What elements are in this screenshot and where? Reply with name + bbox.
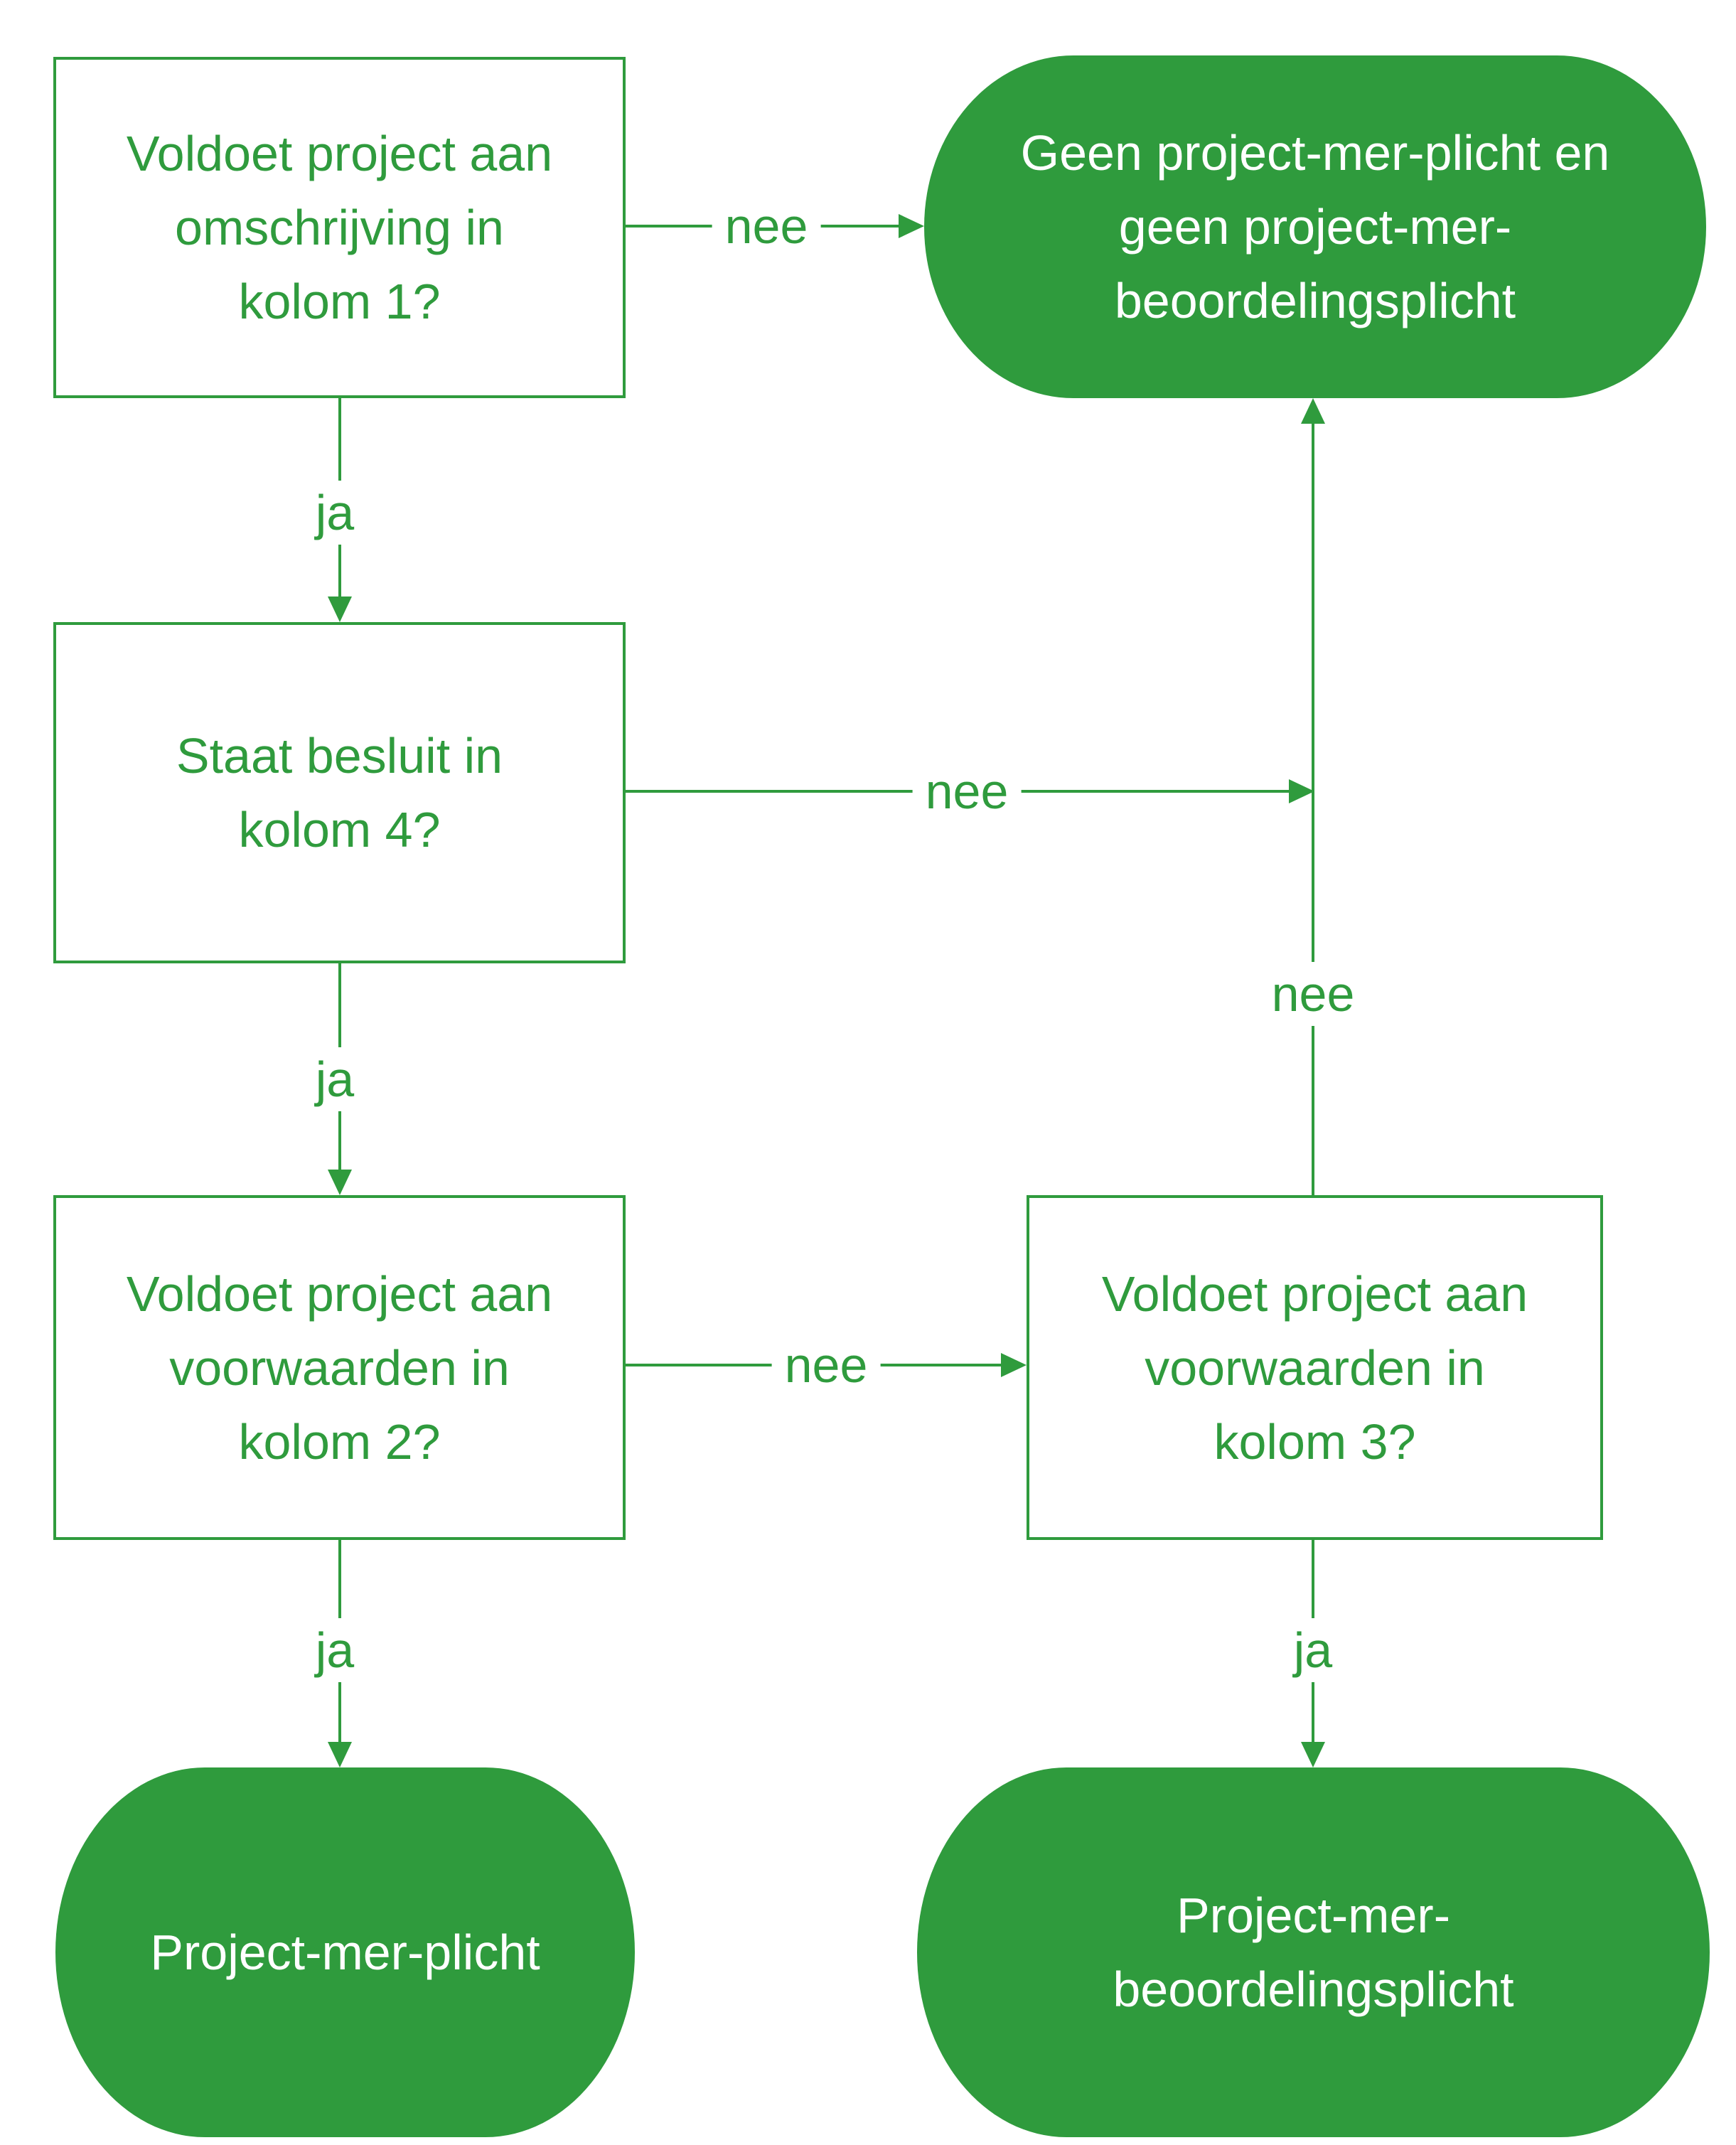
arrowhead-down-icon [1301, 1742, 1325, 1767]
arrowhead-down-icon [328, 597, 352, 622]
node-voldoet-omschrijving-kolom1: Voldoet project aan omschrijving in kolo… [53, 57, 626, 398]
edge-label-nee: nee [712, 194, 821, 258]
edge-label-ja: ja [302, 1047, 368, 1111]
node-staat-besluit-kolom4: Staat besluit in kolom 4? [53, 622, 626, 963]
arrowhead-up-icon [1301, 398, 1325, 424]
edge-label-nee: nee [1258, 962, 1368, 1026]
edge-label-ja: ja [302, 481, 368, 545]
node-project-mer-beoordelingsplicht: Project-mer- beoordelingsplicht [917, 1767, 1710, 2137]
edge-label-ja: ja [302, 1618, 368, 1682]
connector-line [1312, 424, 1314, 1195]
node-geen-project-mer-plicht: Geen project-mer-plicht en geen project-… [924, 55, 1706, 398]
node-project-mer-plicht: Project-mer-plicht [55, 1767, 635, 2137]
edge-label-ja: ja [1280, 1618, 1346, 1682]
edge-label-nee: nee [771, 1333, 881, 1397]
arrowhead-right-icon [1289, 779, 1314, 803]
arrowhead-down-icon [328, 1170, 352, 1195]
arrowhead-down-icon [328, 1742, 352, 1767]
arrowhead-right-icon [1001, 1353, 1027, 1377]
arrowhead-right-icon [899, 214, 924, 238]
node-voldoet-voorwaarden-kolom3: Voldoet project aan voorwaarden in kolom… [1027, 1195, 1603, 1540]
edge-label-nee: nee [912, 759, 1022, 823]
node-voldoet-voorwaarden-kolom2: Voldoet project aan voorwaarden in kolom… [53, 1195, 626, 1540]
